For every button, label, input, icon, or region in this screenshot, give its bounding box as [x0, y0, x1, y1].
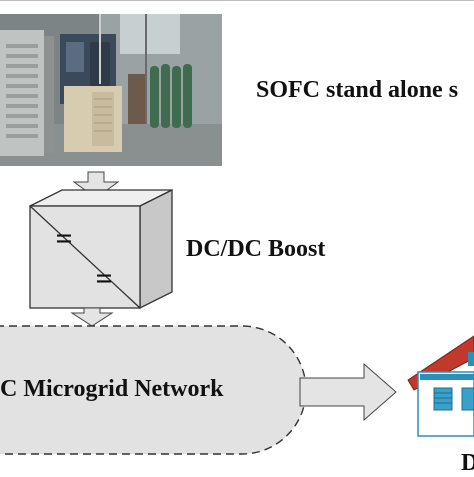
down-arrow-icon	[70, 307, 114, 327]
right-arrow-icon	[299, 362, 397, 422]
sofc-system-label: SOFC stand alone s	[256, 77, 459, 103]
house-icon	[407, 335, 474, 437]
microgrid-network-block	[0, 325, 307, 455]
microgrid-network-label: C Microgrid Network	[0, 376, 224, 402]
dc-dc-converter-block	[29, 188, 173, 310]
dc-dc-boost-label: DC/DC Boost	[186, 236, 326, 262]
sofc-system-photo	[0, 14, 222, 166]
load-label: D	[461, 450, 474, 476]
converter-output-symbol: =	[95, 262, 112, 295]
top-border-line	[0, 0, 474, 1]
converter-input-symbol: =	[55, 222, 72, 255]
